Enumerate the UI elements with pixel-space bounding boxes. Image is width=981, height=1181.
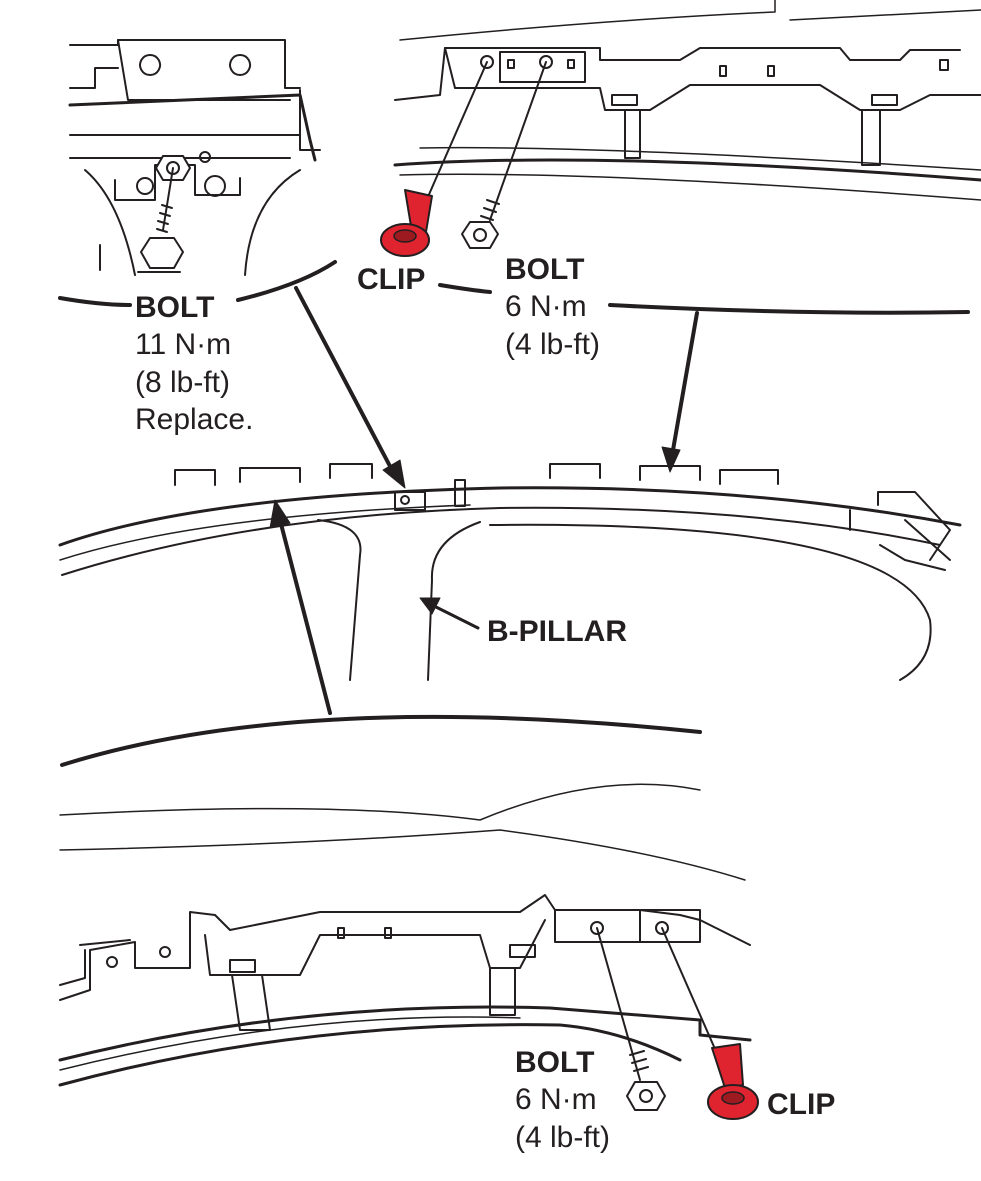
b-pillar-label: B-PILLAR <box>487 615 627 648</box>
bolt-icon <box>596 927 666 1111</box>
detail-bottom-outline <box>60 714 702 767</box>
detail-top-right <box>393 0 981 201</box>
detail-bottom <box>58 783 752 1087</box>
roof-rail <box>58 463 962 576</box>
bottom-bolt-torque-nm: 6 N·m <box>515 1083 597 1116</box>
bolt-icon <box>461 61 547 249</box>
leader-arrows <box>269 286 699 715</box>
top-clip-title: CLIP <box>357 263 426 296</box>
clip-icon <box>380 61 488 257</box>
top-right-bolt-title: BOLT <box>505 253 585 286</box>
bottom-clip-title: CLIP <box>767 1088 836 1121</box>
bolt-icon <box>137 155 191 273</box>
detail-top-left-outline-right <box>236 260 337 302</box>
top-left-bolt-torque-lbft: (8 lb-ft) <box>135 366 231 399</box>
detail-top-left-outline <box>58 296 132 307</box>
top-left-bolt-title: BOLT <box>135 291 215 324</box>
bottom-bolt-title: BOLT <box>515 1046 595 1079</box>
detail-top-left <box>68 39 321 276</box>
detail-top-right-outline-right <box>608 303 970 315</box>
clip-icon <box>661 927 759 1120</box>
bottom-bolt-torque-lbft: (4 lb-ft) <box>515 1121 611 1154</box>
top-left-bolt-note: Replace. <box>135 403 254 436</box>
top-left-bolt-torque-nm: 11 N·m <box>135 328 232 361</box>
detail-top-right-outline <box>438 283 492 294</box>
top-right-bolt-torque-lbft: (4 lb-ft) <box>505 328 601 361</box>
b-pillar <box>317 519 932 681</box>
top-right-bolt-torque-nm: 6 N·m <box>505 290 587 323</box>
